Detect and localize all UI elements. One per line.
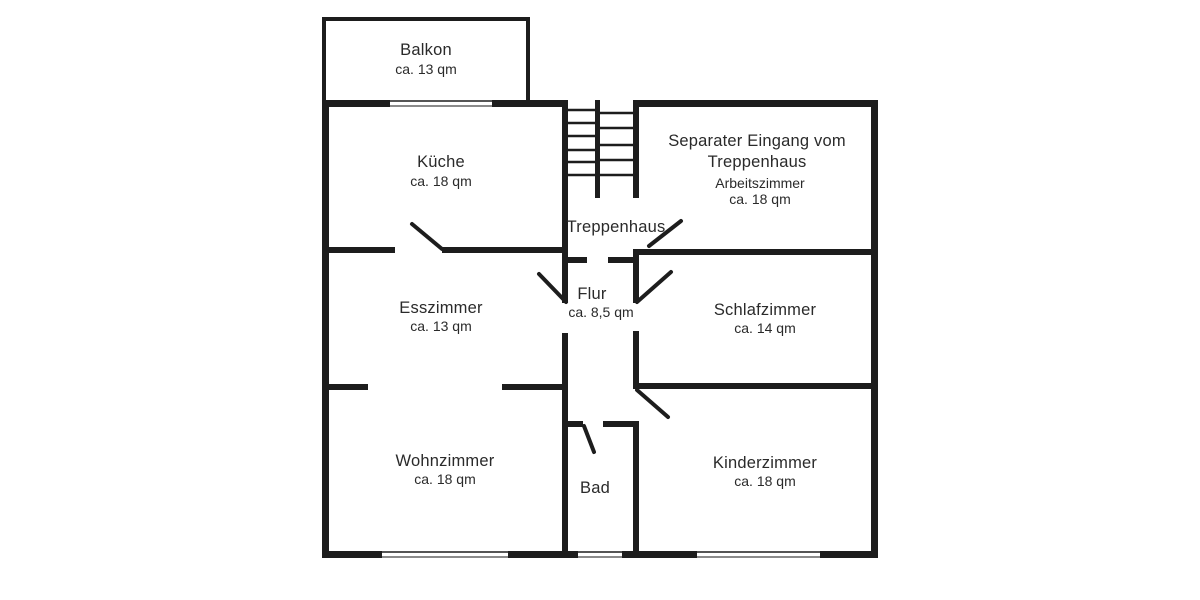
outer-wall-left bbox=[322, 100, 329, 558]
wall-stairwell-left-upper bbox=[562, 100, 568, 303]
label-kueche-name: Küche bbox=[417, 152, 465, 171]
window-bad bbox=[578, 551, 622, 558]
wall-kueche-esszimmer-seg1 bbox=[322, 247, 395, 253]
wall-schlafzimmer-kinderzimmer bbox=[633, 383, 878, 389]
label-schlafzimmer-name: Schlafzimmer bbox=[713, 300, 817, 319]
door-swing-bad bbox=[582, 424, 596, 454]
window-balcony-door bbox=[390, 100, 492, 107]
wall-bad-top-seg2 bbox=[603, 421, 633, 427]
label-kinderzimmer-name: Kinderzimmer bbox=[712, 453, 818, 472]
label-wohnzimmer-name: Wohnzimmer bbox=[395, 451, 495, 470]
wall-arbeitszimmer-schlafzimmer bbox=[633, 249, 878, 255]
door-swing-kinderzimmer bbox=[635, 388, 670, 419]
balcony-wall-left bbox=[322, 17, 326, 101]
label-flur-name: Flur bbox=[577, 284, 607, 303]
label-esszimmer-name: Esszimmer bbox=[399, 298, 483, 317]
wall-arbeitszimmer-left bbox=[633, 100, 639, 198]
label-arbeitszimmer-name: Arbeitszimmer bbox=[715, 175, 805, 191]
outer-wall-bottom-seg2 bbox=[508, 551, 578, 558]
door-swing-arbeitszimmer bbox=[647, 219, 683, 248]
door-swing-schlafzimmer bbox=[635, 270, 673, 304]
wall-treppenhaus-flur-seg2 bbox=[608, 257, 639, 263]
outer-wall-top-seg2 bbox=[492, 100, 568, 107]
window-wohnzimmer bbox=[382, 551, 508, 558]
label-flur-area: ca. 8,5 qm bbox=[568, 304, 634, 320]
label-balkon-area: ca. 13 qm bbox=[395, 61, 457, 77]
label-kinderzimmer-area: ca. 18 qm bbox=[734, 473, 796, 489]
label-balkon-name: Balkon bbox=[400, 40, 452, 59]
label-kueche-area: ca. 18 qm bbox=[410, 173, 472, 189]
wall-kinderzimmer-left bbox=[633, 421, 639, 557]
wall-esszimmer-wohnzimmer-seg2 bbox=[502, 384, 568, 390]
wall-schlafzimmer-left-seg1 bbox=[633, 249, 639, 303]
wall-bad-top-seg1 bbox=[568, 421, 583, 427]
outer-wall-bottom-seg4 bbox=[820, 551, 878, 558]
label-arbeitszimmer-area: ca. 18 qm bbox=[729, 191, 791, 207]
wall-hall-left-lower bbox=[562, 333, 568, 551]
label-treppenhaus: Treppenhaus bbox=[566, 217, 666, 236]
wall-schlafzimmer-left-seg2 bbox=[633, 331, 639, 383]
outer-wall-top-seg3 bbox=[633, 100, 878, 107]
balcony-wall-right bbox=[526, 17, 530, 101]
label-wohnzimmer-area: ca. 18 qm bbox=[414, 471, 476, 487]
outer-wall-top-seg1 bbox=[322, 100, 390, 107]
wall-esszimmer-wohnzimmer-seg1 bbox=[322, 384, 368, 390]
outer-wall-right bbox=[871, 100, 878, 558]
stair-treads-right-flight bbox=[600, 111, 633, 177]
label-bad-name: Bad bbox=[580, 478, 610, 497]
door-swing-kueche bbox=[410, 222, 444, 251]
balcony-wall-top bbox=[322, 17, 530, 21]
stair-treads-left-flight bbox=[568, 108, 595, 177]
outer-wall-bottom-seg3 bbox=[622, 551, 697, 558]
label-schlafzimmer-area: ca. 14 qm bbox=[734, 320, 796, 336]
wall-treppenhaus-flur-seg1 bbox=[562, 257, 587, 263]
label-arbeitszimmer-note2: Treppenhaus bbox=[707, 152, 807, 171]
outer-wall-bottom-seg1 bbox=[322, 551, 382, 558]
door-swing-esszimmer bbox=[537, 272, 568, 304]
label-arbeitszimmer-note1: Separater Eingang vom bbox=[668, 131, 846, 150]
wall-kueche-esszimmer-seg2 bbox=[442, 247, 568, 253]
stair-middle-stringer bbox=[595, 100, 600, 198]
label-esszimmer-area: ca. 13 qm bbox=[410, 318, 472, 334]
window-kinderzimmer bbox=[697, 551, 820, 558]
